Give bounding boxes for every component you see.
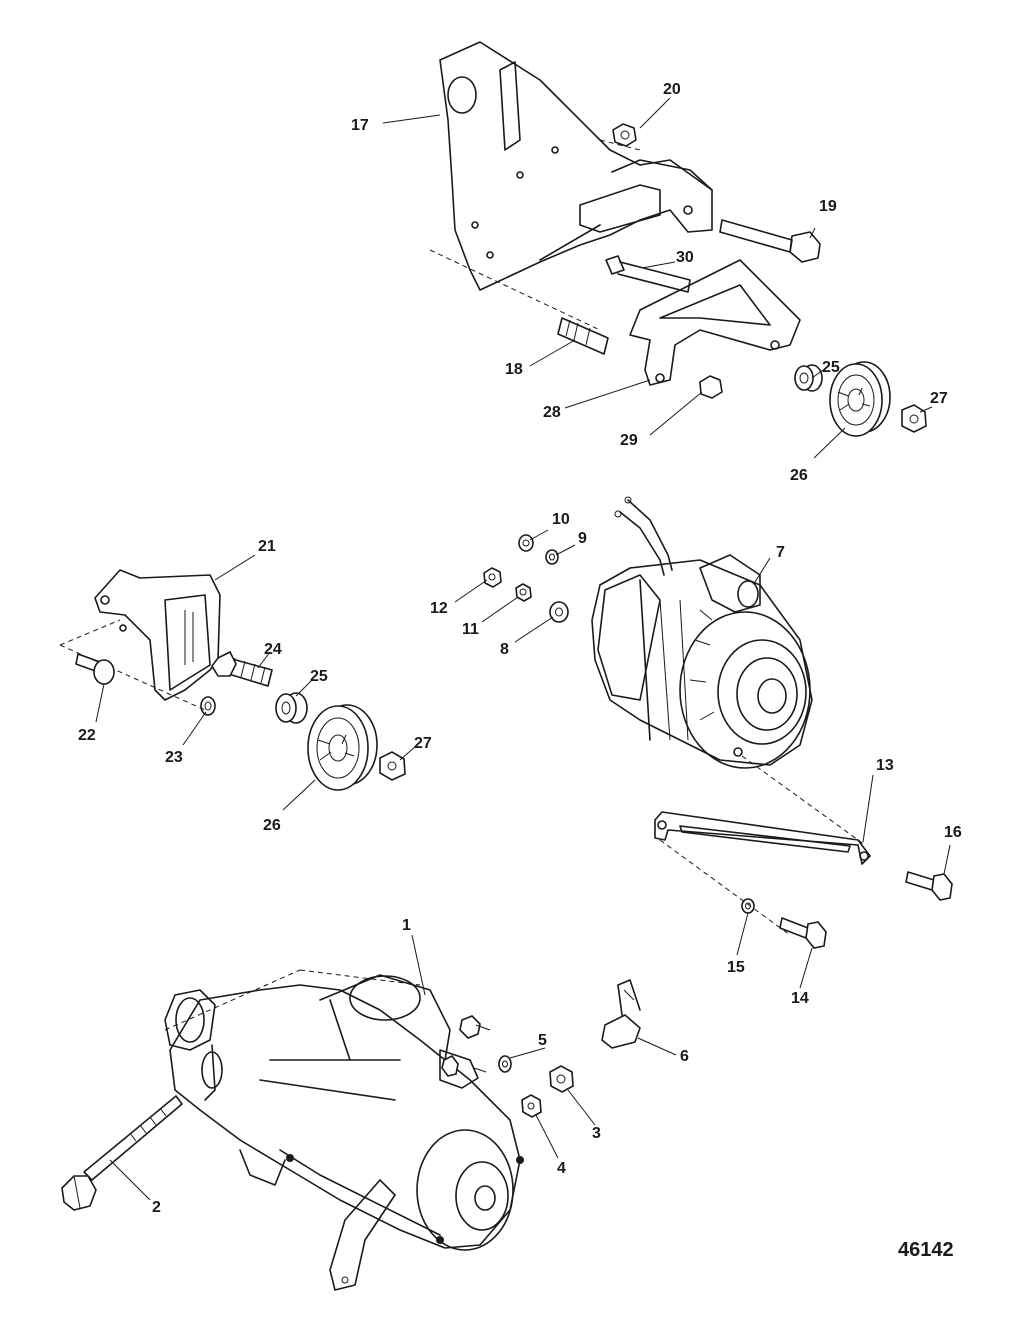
callout-8: 8: [500, 641, 509, 658]
stud-18: [557, 317, 609, 355]
assembly-line: [599, 139, 641, 151]
callout-17: 17: [351, 117, 369, 134]
figure-number: 46142: [898, 1239, 954, 1261]
callout-12: 12: [430, 600, 448, 617]
assembly-line: [429, 249, 601, 331]
callout-24: 24: [264, 641, 282, 658]
washer-8: [549, 601, 569, 623]
washer-9: [545, 549, 559, 565]
spacer-25-mid: [275, 692, 308, 724]
alternator-7: [591, 554, 813, 769]
starter-terminals: [439, 1015, 491, 1089]
leader-lines: [95, 97, 951, 1201]
washer-23: [200, 696, 216, 716]
callout-27-mid: 27: [414, 735, 432, 752]
callout-labels: 1 2 3 4 5 6 7 8 9 10 11 12 13 14 15 16 1…: [78, 81, 962, 1216]
washer-10: [518, 534, 534, 552]
assembly-line: [59, 619, 121, 646]
callout-10: 10: [552, 511, 570, 528]
callout-3: 3: [592, 1125, 601, 1142]
callout-14: 14: [791, 990, 809, 1007]
idler-pulley-26-top: [829, 361, 891, 437]
flange-nut-27-mid: [379, 751, 406, 781]
callout-27-top: 27: [930, 390, 948, 407]
callout-19: 19: [819, 198, 837, 215]
idler-pulley-26-mid: [307, 704, 378, 791]
callout-25-mid: 25: [310, 668, 328, 685]
callout-2: 2: [152, 1199, 161, 1216]
callout-1: 1: [402, 917, 411, 934]
spacer-25-top: [794, 364, 823, 392]
nut-11: [515, 583, 532, 602]
terminal-boot-6: [601, 979, 641, 1049]
callout-18: 18: [505, 361, 523, 378]
callout-16: 16: [944, 824, 962, 841]
bolt-16: [905, 871, 953, 901]
callout-21: 21: [258, 538, 276, 555]
callout-29: 29: [620, 432, 638, 449]
brace-28: [629, 259, 801, 386]
callout-28: 28: [543, 404, 561, 421]
callout-13: 13: [876, 757, 894, 774]
callout-22: 22: [78, 727, 96, 744]
bolt-2: [61, 1095, 183, 1211]
bolt-14: [779, 917, 827, 949]
callout-4: 4: [557, 1160, 566, 1177]
callout-23: 23: [165, 749, 183, 766]
callout-15: 15: [727, 959, 745, 976]
callout-25-top: 25: [822, 359, 840, 376]
mounting-bracket-17: [439, 41, 713, 291]
callout-6: 6: [680, 1048, 689, 1065]
washer-5: [498, 1055, 512, 1073]
callout-26-mid: 26: [263, 817, 281, 834]
callout-11: 11: [462, 621, 479, 638]
flange-nut-27-top: [901, 404, 927, 433]
callout-7: 7: [776, 544, 785, 561]
nut-12: [483, 567, 502, 588]
nut-3: [549, 1065, 574, 1093]
bracket-21: [94, 569, 221, 701]
bolt-22: [75, 653, 115, 685]
callout-9: 9: [578, 530, 587, 547]
callout-5: 5: [538, 1032, 547, 1049]
washer-15: [741, 898, 755, 914]
stud-24: [211, 650, 273, 687]
bolt-19: [719, 219, 821, 263]
adjusting-brace-13: [654, 811, 871, 865]
assembly-line: [299, 969, 421, 986]
alternator-wires: [614, 496, 673, 576]
assembly-line: [164, 969, 301, 1031]
starter-motor-1: [164, 974, 524, 1291]
assembly-line: [741, 755, 866, 846]
nut-20: [612, 123, 637, 147]
assembly-line: [659, 839, 791, 936]
callout-30: 30: [676, 249, 694, 266]
nut-4: [521, 1094, 542, 1118]
callout-20: 20: [663, 81, 681, 98]
callout-26-top: 26: [790, 467, 808, 484]
nut-29: [699, 375, 723, 399]
